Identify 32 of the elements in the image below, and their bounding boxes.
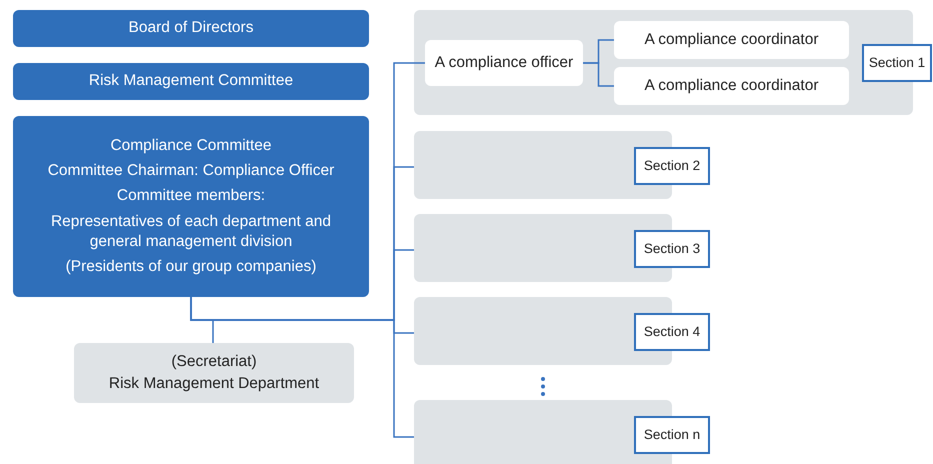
node-text: (Presidents of our group companies) bbox=[66, 256, 316, 277]
node-text: A compliance coordinator bbox=[644, 30, 819, 50]
node-text: Section 2 bbox=[644, 157, 700, 175]
section-tag bbox=[634, 230, 710, 268]
node-text: Representatives of each department and general management division bbox=[50, 212, 332, 252]
org-box bbox=[13, 63, 369, 100]
connector-line bbox=[583, 62, 614, 87]
role-box bbox=[614, 21, 849, 59]
section-tag bbox=[634, 147, 710, 185]
node-text: Risk Management Department bbox=[108, 374, 320, 394]
node-text: Section 3 bbox=[644, 240, 700, 258]
node-text: Section n bbox=[644, 426, 700, 444]
node-text: A compliance officer bbox=[434, 52, 574, 73]
node-text: Board of Directors bbox=[128, 18, 254, 38]
org-box bbox=[13, 10, 369, 47]
section-tag bbox=[634, 313, 710, 351]
section-tag bbox=[862, 44, 932, 82]
node-text: Committee members: bbox=[116, 186, 266, 206]
org-box bbox=[13, 116, 369, 297]
node-text: Risk Management Committee bbox=[88, 71, 294, 92]
section-panel bbox=[414, 10, 913, 115]
node-text: Committee Chairman: Compliance Officer bbox=[48, 161, 334, 182]
node-text: Section 1 bbox=[868, 54, 926, 72]
role-box bbox=[614, 67, 849, 105]
node-text: (Secretariat) bbox=[171, 352, 257, 372]
connector-line bbox=[190, 297, 414, 438]
node-text: Compliance Committee bbox=[110, 136, 272, 156]
section-tag bbox=[634, 416, 710, 454]
node-text: Section 4 bbox=[644, 323, 700, 341]
org-box bbox=[74, 343, 354, 403]
role-box bbox=[425, 40, 583, 86]
node-text: A compliance coordinator bbox=[644, 76, 819, 96]
